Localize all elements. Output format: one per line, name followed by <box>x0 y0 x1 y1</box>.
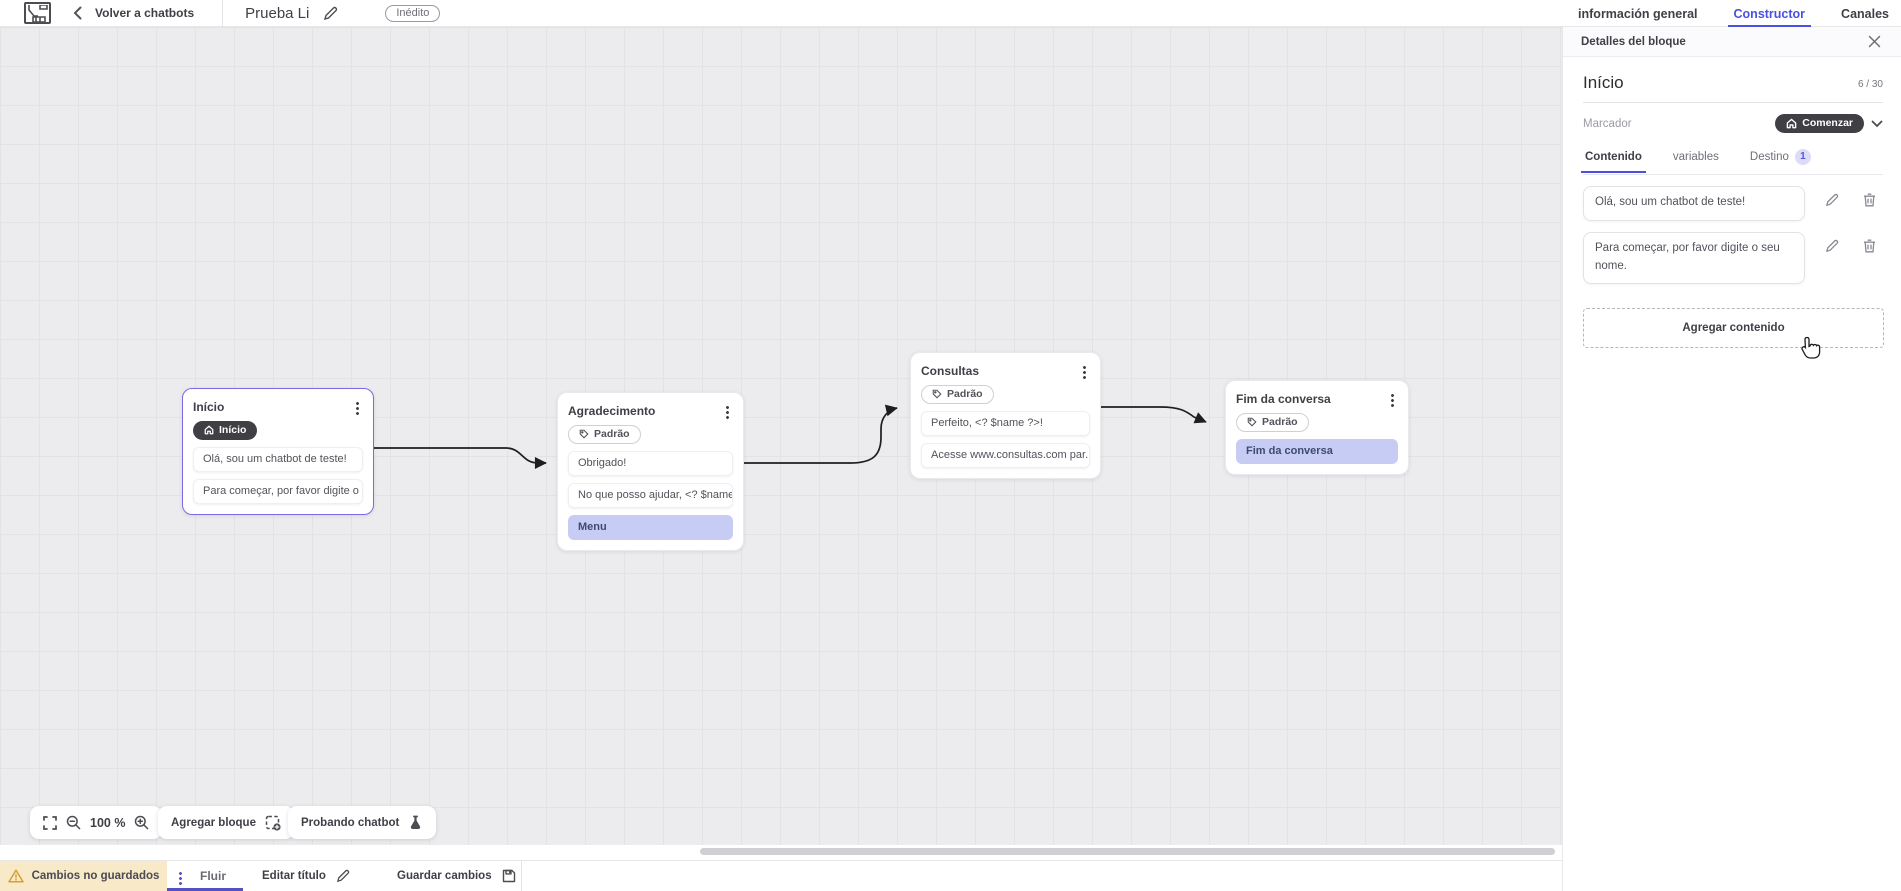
flow-block-inicio[interactable]: Início Início Olá, sou um chatbot de tes… <box>182 388 374 515</box>
block-content-row[interactable]: Olá, sou um chatbot de teste! <box>193 447 363 472</box>
block-menu-icon[interactable] <box>356 401 359 415</box>
block-details-panel: Detalles del bloque Início 6 / 30 Marcad… <box>1562 27 1901 891</box>
zoom-level-value: 100 % <box>90 815 126 830</box>
tab-contenido[interactable]: Contenido <box>1581 151 1646 173</box>
unsaved-changes-label: Cambios no guardados <box>31 870 160 882</box>
add-block-icon <box>265 815 281 831</box>
tab-variables[interactable]: variables <box>1672 150 1719 163</box>
status-badge: Inédito <box>385 4 441 22</box>
zoom-controls: 100 % <box>30 806 163 839</box>
tab-constructor[interactable]: Constructor <box>1727 0 1811 27</box>
block-content-row[interactable]: Obrigado! <box>568 451 733 476</box>
topbar-divider <box>222 0 224 27</box>
horizontal-scrollbar[interactable] <box>700 848 1555 855</box>
edit-title-pencil-icon[interactable] <box>323 6 338 21</box>
panel-tabs: Contenido variables Destino 1 <box>1581 148 1883 175</box>
home-icon <box>1786 118 1797 128</box>
block-content-row[interactable]: Perfeito, <? $name ?>! <box>921 411 1090 436</box>
tab-fluir-label: Fluir <box>200 869 226 883</box>
save-icon <box>502 869 516 883</box>
block-menu-icon[interactable] <box>726 405 729 419</box>
app-logo-icon <box>24 2 51 24</box>
tab-informacion-general[interactable]: información general <box>1578 6 1698 21</box>
type-badge: Padrão <box>568 425 641 444</box>
block-content-row[interactable]: No que posso ajudar, <? $name ... <box>568 483 733 508</box>
content-item: Para começar, por favor digite o seu nom… <box>1583 231 1883 285</box>
tab-canales[interactable]: Canales <box>1841 6 1889 21</box>
bottombar-divider <box>521 861 522 891</box>
type-badge: Padrão <box>1236 413 1309 432</box>
unsaved-changes-chip: Cambios no guardados <box>0 861 167 891</box>
bottom-bar: Cambios no guardados Fluir Editar título… <box>0 860 1562 891</box>
edit-content-icon[interactable] <box>1825 239 1839 253</box>
edit-title-button[interactable]: Editar título <box>262 861 350 891</box>
add-block-button[interactable]: Agregar bloque <box>158 806 294 839</box>
topbar: Volver a chatbots Prueba Li Inédito info… <box>0 0 1901 27</box>
block-name-field[interactable]: Início <box>1583 73 1624 92</box>
back-chevron-icon[interactable] <box>73 6 82 20</box>
marker-label: Marcador <box>1583 117 1632 130</box>
edge-agradecimento-consultas <box>744 404 898 464</box>
block-end-row[interactable]: Fim da conversa <box>1236 439 1398 464</box>
flow-block-fim[interactable]: Fim da conversa Padrão Fim da conversa <box>1225 380 1409 475</box>
close-icon[interactable] <box>1868 35 1881 48</box>
top-tabs: información general Constructor Canales <box>1576 0 1891 27</box>
save-changes-button[interactable]: Guardar cambios <box>397 861 516 891</box>
zoom-out-icon[interactable] <box>66 815 81 830</box>
home-icon <box>204 425 214 435</box>
panel-title: Detalles del bloque <box>1581 35 1686 48</box>
delete-content-icon[interactable] <box>1863 193 1876 207</box>
edit-content-icon[interactable] <box>1825 193 1839 207</box>
chatbot-title: Prueba Li <box>245 4 310 22</box>
block-menu-icon[interactable] <box>1391 393 1394 407</box>
tab-drag-icon[interactable] <box>179 870 182 885</box>
type-badge: Padrão <box>921 385 994 404</box>
warning-icon <box>7 869 24 883</box>
topbar-left: Volver a chatbots Prueba Li Inédito <box>0 0 441 27</box>
flow-block-agradecimento[interactable]: Agradecimento Padrão Obrigado! No que po… <box>557 392 744 551</box>
pencil-icon <box>336 869 350 883</box>
tab-fluir[interactable]: Fluir <box>167 861 243 891</box>
test-chatbot-label: Probando chatbot <box>301 816 400 829</box>
test-chatbot-button[interactable]: Probando chatbot <box>288 806 437 839</box>
block-title: Consultas <box>921 364 980 378</box>
tag-icon <box>932 389 942 399</box>
fullscreen-icon[interactable] <box>43 815 57 830</box>
destino-count-badge: 1 <box>1794 148 1811 165</box>
tag-icon <box>579 429 589 439</box>
marker-value-pill[interactable]: Comenzar <box>1775 114 1864 133</box>
add-content-button[interactable]: Agregar contenido <box>1583 308 1884 349</box>
block-title: Agradecimento <box>568 404 656 418</box>
delete-content-icon[interactable] <box>1863 239 1876 253</box>
canvas-scroll-strip <box>0 845 1562 860</box>
content-item: Olá, sou um chatbot de teste! <box>1583 186 1883 221</box>
tag-icon <box>1247 417 1257 427</box>
zoom-in-icon[interactable] <box>134 815 149 830</box>
edge-consultas-fim <box>1101 406 1207 424</box>
flask-icon <box>408 815 423 830</box>
block-menu-row[interactable]: Menu <box>568 515 733 540</box>
block-content-row[interactable]: Acesse www.consultas.com par... <box>921 443 1090 468</box>
tab-destino[interactable]: Destino 1 <box>1748 148 1813 174</box>
back-to-chatbots-link[interactable]: Volver a chatbots <box>95 6 195 20</box>
char-counter: 6 / 30 <box>1857 79 1883 90</box>
block-title: Fim da conversa <box>1236 392 1331 406</box>
flow-canvas[interactable]: Início Início Olá, sou um chatbot de tes… <box>0 27 1562 860</box>
content-text-field[interactable]: Para começar, por favor digite o seu nom… <box>1583 231 1805 285</box>
chevron-down-icon[interactable] <box>1871 120 1883 128</box>
block-menu-icon[interactable] <box>1083 365 1086 379</box>
content-text-field[interactable]: Olá, sou um chatbot de teste! <box>1583 186 1805 221</box>
block-title: Início <box>193 400 225 414</box>
flow-block-consultas[interactable]: Consultas Padrão Perfeito, <? $name ?>! … <box>910 352 1101 479</box>
edge-inicio-agradecimento <box>374 447 547 469</box>
start-badge: Início <box>193 421 258 440</box>
block-content-row[interactable]: Para começar, por favor digite o ... <box>193 479 363 504</box>
add-block-label: Agregar bloque <box>171 816 256 829</box>
